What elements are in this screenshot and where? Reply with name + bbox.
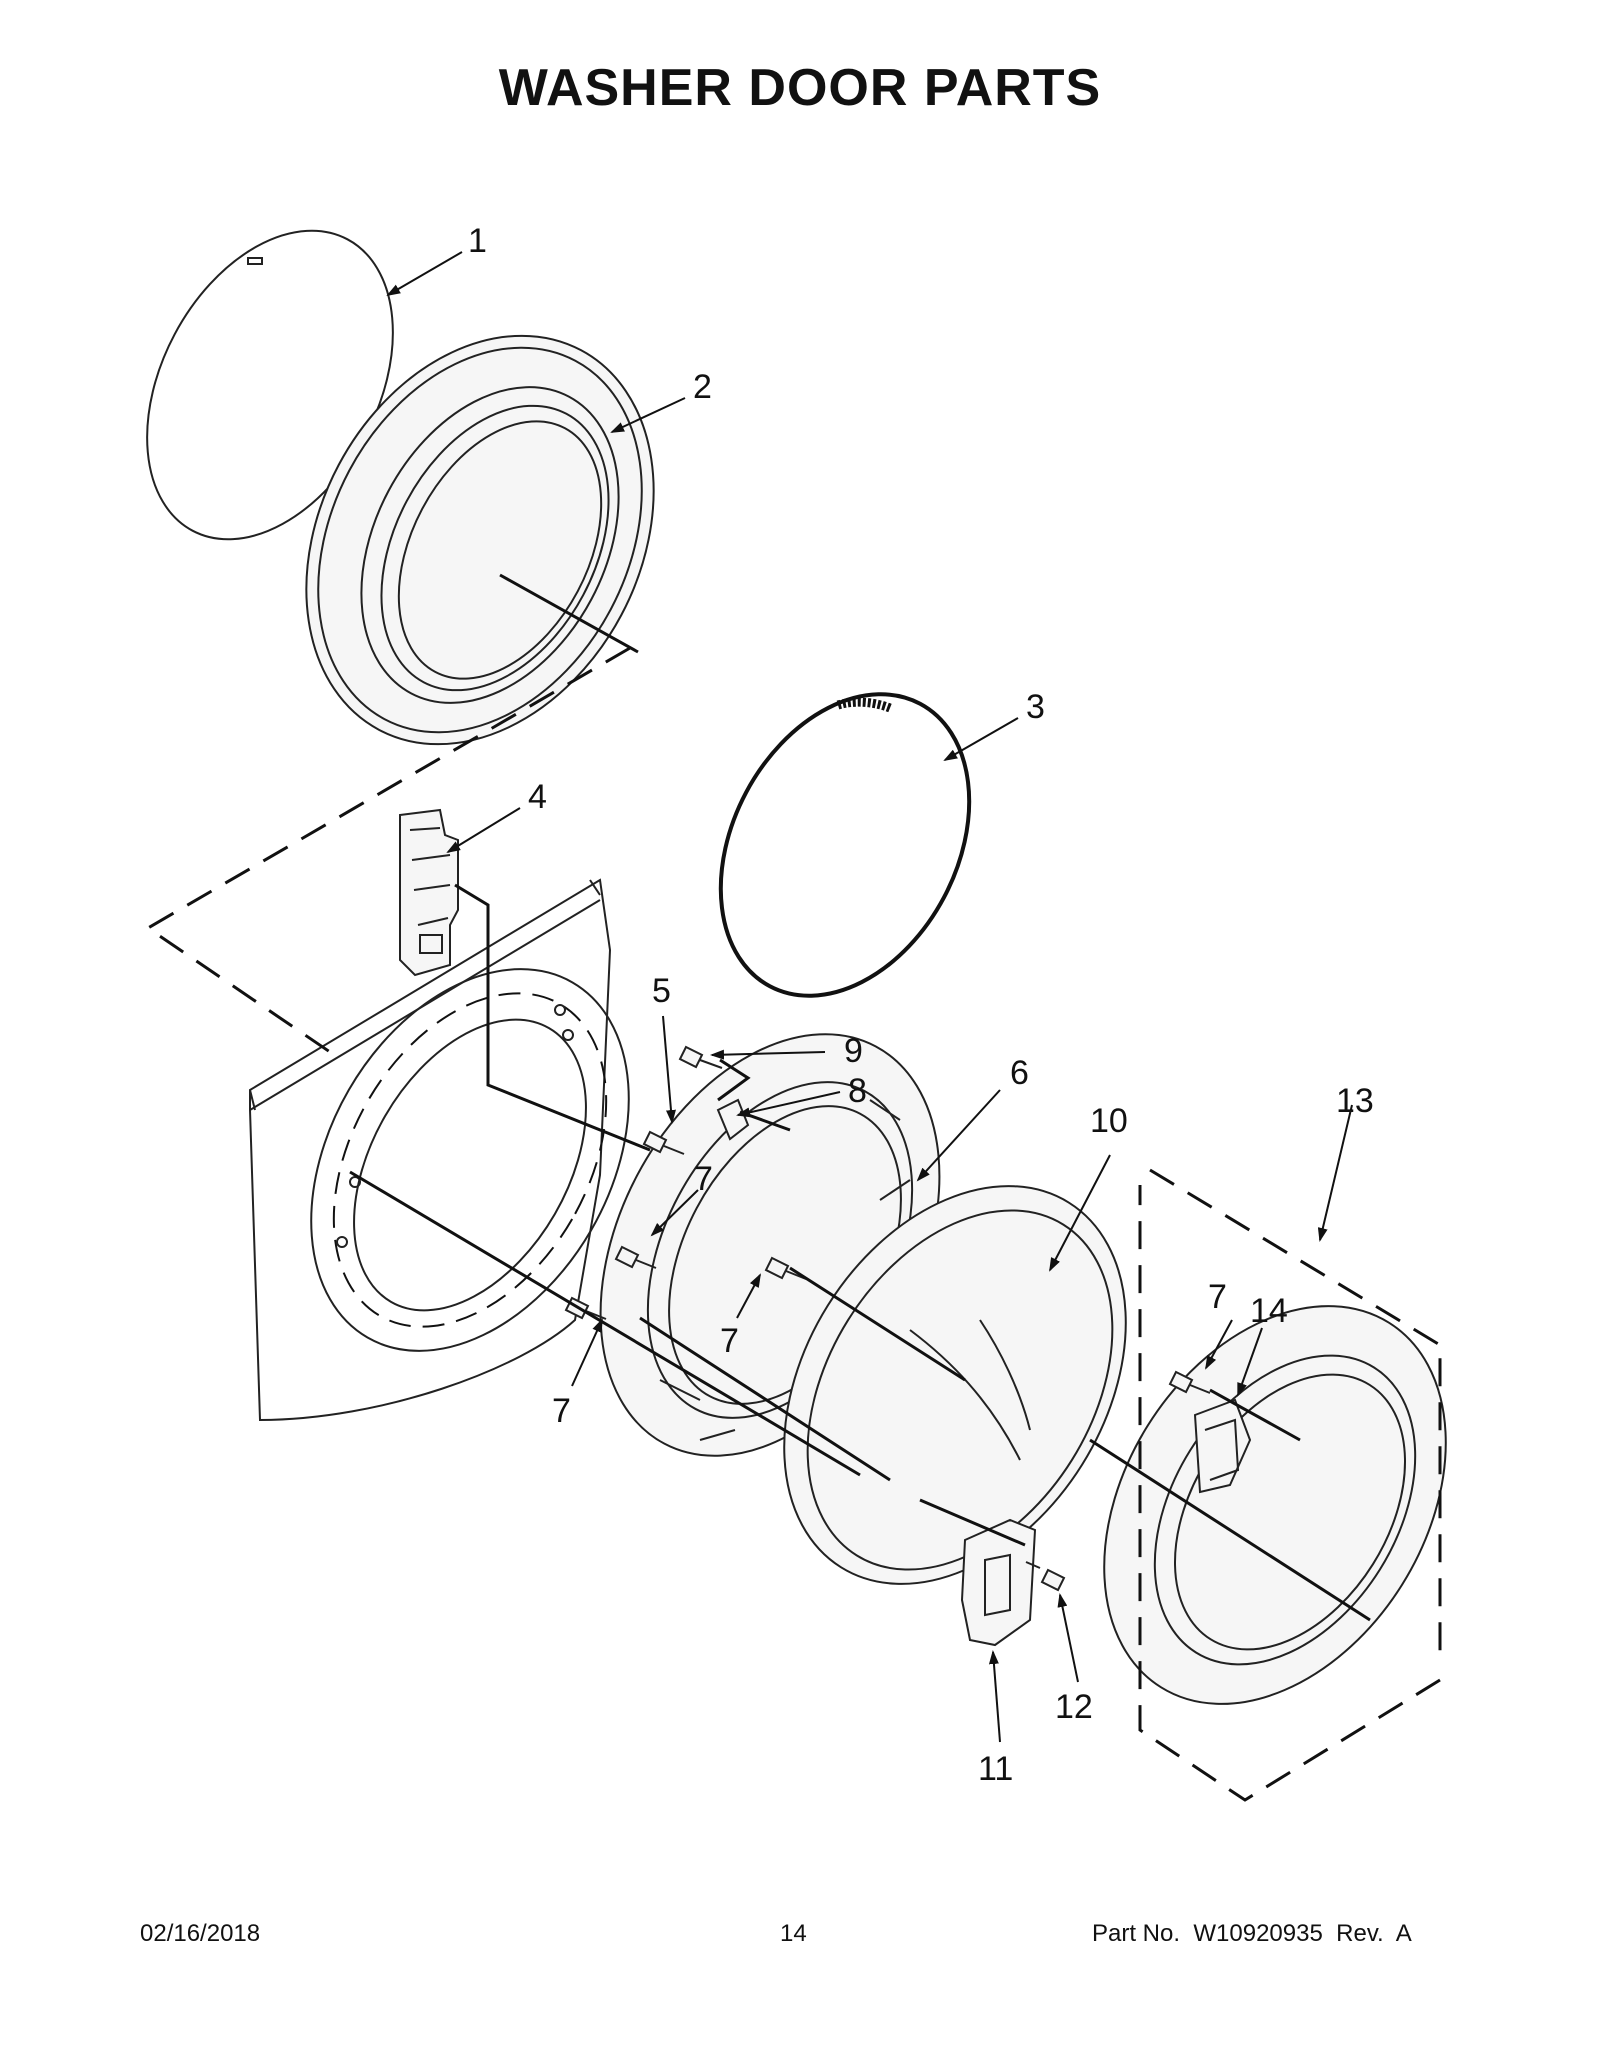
footer-page-number: 14 <box>780 1920 807 1947</box>
part-10-door-glass <box>783 1185 1127 1585</box>
callout-7-c: 7 <box>552 1392 571 1430</box>
screw-parts <box>564 1045 1211 1592</box>
assembly-outline-left <box>145 646 631 1054</box>
screw-5 <box>642 1130 685 1155</box>
callout-7-a: 7 <box>694 1160 713 1198</box>
assembly-lines <box>349 573 1371 1622</box>
callout-1: 1 <box>468 222 487 260</box>
callout-8: 8 <box>848 1072 867 1110</box>
callout-7-b: 7 <box>720 1322 739 1360</box>
callout-10: 10 <box>1090 1102 1128 1140</box>
screw-7a <box>614 1245 657 1269</box>
part-2-door-gasket <box>305 334 655 746</box>
callout-5: 5 <box>652 972 671 1010</box>
callout-14: 14 <box>1250 1292 1288 1330</box>
screw-9 <box>678 1045 723 1069</box>
screw-7d <box>1168 1370 1211 1394</box>
part-4-door-lock <box>399 808 459 977</box>
callout-11: 11 <box>978 1750 1013 1788</box>
callout-labels: 1 2 3 4 5 9 8 6 10 13 7 7 7 7 14 12 11 <box>468 222 1374 1788</box>
callout-2: 2 <box>693 368 712 406</box>
callout-9: 9 <box>844 1032 863 1070</box>
part-14-handle-insert <box>1193 1398 1252 1494</box>
part-11-handle <box>960 1518 1037 1647</box>
callout-13: 13 <box>1336 1082 1374 1120</box>
part-13-outer-door <box>1103 1305 1447 1705</box>
footer-date: 02/16/2018 <box>140 1920 261 1947</box>
part-3-clamp-ring <box>718 692 972 998</box>
callout-4: 4 <box>528 778 547 816</box>
screw-12 <box>1025 1561 1066 1592</box>
callout-3: 3 <box>1026 688 1045 726</box>
callout-12: 12 <box>1055 1688 1093 1726</box>
leader-lines <box>386 251 1353 1743</box>
front-panel <box>249 878 630 1422</box>
callout-6: 6 <box>1010 1054 1029 1092</box>
assembly-outline-right <box>1138 1168 1442 1802</box>
footer-part-number: Part No. W10920935 Rev. A <box>1092 1920 1412 1947</box>
page-title: WASHER DOOR PARTS <box>498 59 1102 117</box>
callout-7-d: 7 <box>1208 1278 1227 1316</box>
